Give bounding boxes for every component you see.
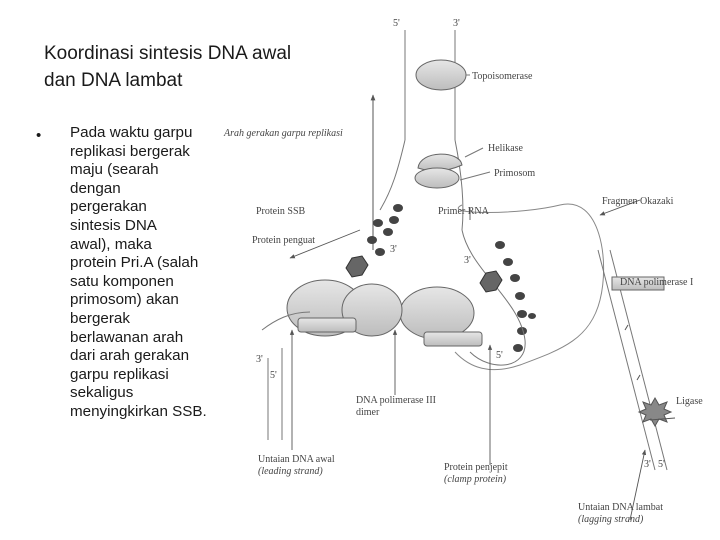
ssb-proteins-right bbox=[495, 241, 536, 352]
label-5prime-left: 5' bbox=[270, 370, 277, 381]
clamp-right bbox=[423, 331, 483, 347]
label-5prime-bottom: 5' bbox=[658, 459, 665, 470]
lagging-strand-loop bbox=[461, 229, 526, 366]
label-3prime-bottom: 3' bbox=[644, 459, 651, 470]
primosome-shape bbox=[414, 167, 460, 189]
bullet-line: maju (searah bbox=[70, 161, 159, 179]
ssb-proteins-left bbox=[367, 204, 403, 256]
topoisomerase-shape bbox=[415, 59, 467, 91]
label-dna-pol-i: DNA polimerase I bbox=[620, 277, 693, 288]
dna-pol-iii-right bbox=[399, 286, 475, 340]
label-3prime-left: 3' bbox=[256, 354, 263, 365]
label-primer-rna: Primer RNA bbox=[438, 206, 490, 217]
label-3prime-top: 3' bbox=[453, 18, 460, 29]
label-clamp-protein: (clamp protein) bbox=[444, 474, 507, 485]
slide-title-line-1: Koordinasi sintesis DNA awal bbox=[44, 43, 292, 64]
bullet-text: Pada waktu garpu replikasi bergerak maju… bbox=[70, 124, 230, 422]
dna-pol-i-box bbox=[611, 276, 665, 291]
label-dna-pol-iii-dimer: dimer bbox=[356, 407, 380, 418]
parental-dna-strands bbox=[379, 30, 464, 231]
bullet-line: garpu replikasi bbox=[70, 365, 169, 383]
annotation-arrows bbox=[289, 199, 676, 521]
label-topoisomerase: Topoisomerase bbox=[472, 71, 533, 82]
label-ligase: Ligase bbox=[676, 396, 703, 407]
label-lagging-strand: Untaian DNA lambat bbox=[578, 502, 663, 513]
leading-strand-lines bbox=[261, 311, 311, 440]
slide-title: Koordinasi sintesis DNA awal dan DNA lam… bbox=[44, 40, 344, 94]
ligase-star bbox=[637, 396, 673, 428]
slide-title-line-2: dan DNA lambat bbox=[44, 70, 183, 91]
label-fragmen-okazaki: Fragmen Okazaki bbox=[602, 196, 674, 207]
label-primosom: Primosom bbox=[494, 168, 535, 179]
bullet-line: satu komponen bbox=[70, 272, 174, 290]
bullet-line: pergerakan bbox=[70, 198, 147, 216]
label-lagging-strand-en: (lagging strand) bbox=[578, 514, 644, 525]
bullet-line: primosom) akan bbox=[70, 291, 179, 309]
bullet-marker: • bbox=[36, 127, 42, 144]
label-5prime-top: 5' bbox=[393, 18, 400, 29]
label-3prime-a: 3' bbox=[390, 244, 397, 255]
bullet-line: bergerak bbox=[70, 309, 130, 327]
bullet-line: awal), maka bbox=[70, 235, 152, 253]
bullet-line: replikasi bergerak bbox=[70, 142, 190, 160]
clamp-loader-hexagon-right bbox=[479, 270, 503, 293]
bullet-line: sekaligus bbox=[70, 384, 134, 402]
bullet-line: protein Pri.A (salah bbox=[70, 254, 199, 272]
label-5prime-mid: 5' bbox=[496, 350, 503, 361]
bullet-line: menyingkirkan SSB. bbox=[70, 402, 207, 420]
bullet-line: dari arah gerakan bbox=[70, 347, 190, 365]
bullet-line: sintesis DNA bbox=[70, 216, 157, 234]
clamp-left bbox=[297, 317, 357, 333]
label-leading-strand-en: (leading strand) bbox=[258, 466, 323, 477]
bullet-line: dengan bbox=[70, 179, 121, 197]
label-protein-ssb: Protein SSB bbox=[256, 206, 306, 217]
label-fork-direction: Arah gerakan garpu replikasi bbox=[223, 128, 343, 139]
bullet-line: Pada waktu garpu bbox=[70, 124, 193, 141]
bullet-line: berlawanan arah bbox=[70, 328, 184, 346]
label-helikase: Helikase bbox=[488, 143, 524, 154]
label-leading-strand: Untaian DNA awal bbox=[258, 454, 335, 465]
label-protein-penjepit: Protein penjepit bbox=[444, 462, 508, 473]
label-dna-pol-iii: DNA polimerase III bbox=[356, 395, 436, 406]
label-3prime-b: 3' bbox=[464, 255, 471, 266]
clamp-loader-hexagon-left bbox=[345, 255, 369, 278]
label-protein-penguat: Protein penguat bbox=[252, 235, 315, 246]
